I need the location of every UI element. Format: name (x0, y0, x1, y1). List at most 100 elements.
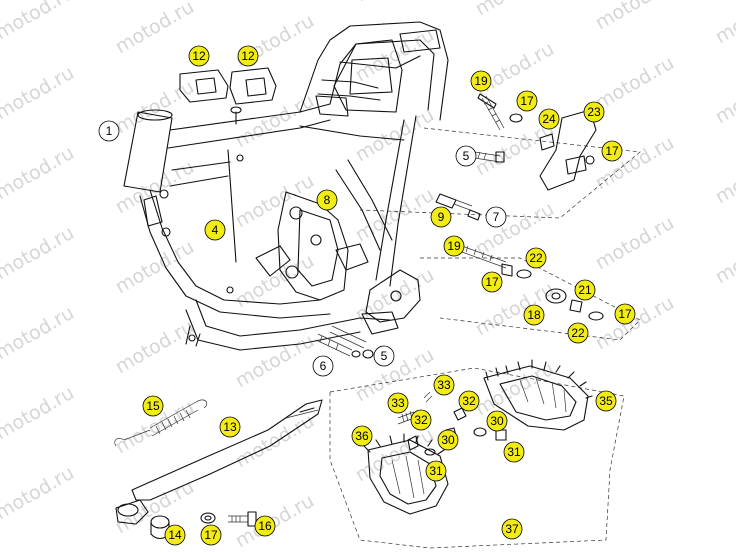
callout[interactable]: 12 (237, 45, 259, 67)
svg-text:30: 30 (441, 433, 455, 447)
callout[interactable]: 24 (538, 108, 560, 130)
watermark-text: motod.ru (0, 382, 78, 445)
callout[interactable]: 14 (164, 524, 186, 546)
svg-text:35: 35 (599, 394, 613, 408)
svg-text:36: 36 (355, 429, 369, 443)
callout[interactable]: 33 (433, 374, 455, 396)
watermark-text: motod.ru (232, 490, 318, 552)
watermark-text: motod.ru (112, 76, 198, 139)
svg-text:5: 5 (381, 349, 388, 363)
svg-text:12: 12 (241, 49, 255, 63)
callout[interactable]: 17 (614, 303, 636, 325)
svg-text:14: 14 (168, 528, 182, 542)
svg-text:23: 23 (587, 105, 601, 119)
watermark-text: motod.ru (0, 142, 78, 205)
svg-text:12: 12 (192, 49, 206, 63)
callout[interactable]: 31 (503, 441, 525, 463)
svg-text:6: 6 (320, 359, 327, 373)
callout[interactable]: 30 (437, 429, 459, 451)
watermark-text: motod.ru (472, 198, 558, 261)
svg-text:22: 22 (571, 326, 585, 340)
callout[interactable]: 36 (351, 425, 373, 447)
svg-text:17: 17 (204, 528, 218, 542)
watermark-text: motod.ru (232, 250, 318, 313)
svg-text:37: 37 (505, 522, 519, 536)
callout[interactable]: 30 (486, 410, 508, 432)
callout[interactable]: 7 (485, 206, 507, 228)
svg-text:17: 17 (520, 94, 534, 108)
watermark-text: motod.ru (472, 38, 558, 101)
callout[interactable]: 16 (254, 515, 276, 537)
watermark-text: motod.ru (712, 0, 736, 48)
tank-mount-blocks (179, 67, 277, 105)
svg-text:32: 32 (414, 413, 428, 427)
svg-text:13: 13 (223, 420, 237, 434)
callout[interactable]: 19 (470, 70, 492, 92)
svg-text:1: 1 (106, 124, 113, 138)
watermark-text: motod.ru (0, 222, 78, 285)
callout[interactable]: 22 (567, 322, 589, 344)
watermark-text: motod.ru (112, 236, 198, 299)
watermark-text: motod.ru (592, 292, 678, 355)
callout[interactable]: 8 (316, 189, 338, 211)
callout[interactable]: 1 (98, 120, 120, 142)
svg-text:24: 24 (542, 112, 556, 126)
svg-text:21: 21 (578, 283, 592, 297)
callout[interactable]: 12 (188, 45, 210, 67)
callout[interactable]: 21 (574, 279, 596, 301)
side-stand-parts (114, 399, 323, 540)
callout[interactable]: 23 (583, 101, 605, 123)
svg-text:4: 4 (212, 223, 219, 237)
footpeg-parts (329, 359, 625, 549)
watermark-text: motod.ru (712, 226, 736, 289)
callout[interactable]: 17 (200, 524, 222, 546)
svg-text:30: 30 (490, 414, 504, 428)
watermark-text: motod.ru (352, 24, 438, 87)
callout[interactable]: 5 (455, 145, 477, 167)
frame-drawing (123, 21, 449, 351)
svg-text:7: 7 (493, 210, 500, 224)
callout[interactable]: 32 (410, 409, 432, 431)
svg-text:17: 17 (605, 144, 619, 158)
svg-text:17: 17 (618, 307, 632, 321)
watermark-text: motod.ru (0, 462, 78, 525)
svg-text:18: 18 (527, 308, 541, 322)
svg-text:15: 15 (146, 399, 160, 413)
callout[interactable]: 18 (523, 304, 545, 326)
watermark-text: motod.ru (592, 212, 678, 275)
callout[interactable]: 15 (142, 395, 164, 417)
callout[interactable]: 4 (204, 219, 226, 241)
svg-text:8: 8 (324, 193, 331, 207)
watermark-text: motod.ru (592, 52, 678, 115)
callout[interactable]: 5 (373, 345, 395, 367)
callout[interactable]: 32 (458, 390, 480, 412)
callout[interactable]: 37 (501, 518, 523, 540)
callout[interactable]: 31 (425, 460, 447, 482)
callout[interactable]: 17 (481, 271, 503, 293)
callout[interactable]: 17 (601, 140, 623, 162)
callout[interactable]: 19 (443, 235, 465, 257)
callout[interactable]: 6 (312, 355, 334, 377)
watermark-text: motod.ru (232, 330, 318, 393)
watermark-text: motod.ru (232, 170, 318, 233)
watermark-text: motod.ru (592, 0, 678, 34)
svg-text:19: 19 (447, 239, 461, 253)
callout[interactable]: 35 (595, 390, 617, 412)
svg-text:31: 31 (507, 445, 521, 459)
watermark-text: motod.ru (592, 132, 678, 195)
watermark-text: motod.ru (112, 316, 198, 379)
watermark-text: motod.ru (0, 0, 78, 44)
callout[interactable]: 22 (525, 247, 547, 269)
callout[interactable]: 17 (516, 90, 538, 112)
watermark-text: motod.ru (232, 410, 318, 473)
callout-layer: 1 12 12 4 8 19 17 24 23 5 17 9 7 19 22 1… (98, 45, 636, 546)
callout[interactable]: 13 (219, 416, 241, 438)
watermark-text: motod.ru (712, 66, 736, 129)
svg-text:33: 33 (437, 378, 451, 392)
callout[interactable]: 33 (387, 392, 409, 414)
watermark-text: motod.ru (352, 104, 438, 167)
callout[interactable]: 9 (430, 206, 452, 228)
